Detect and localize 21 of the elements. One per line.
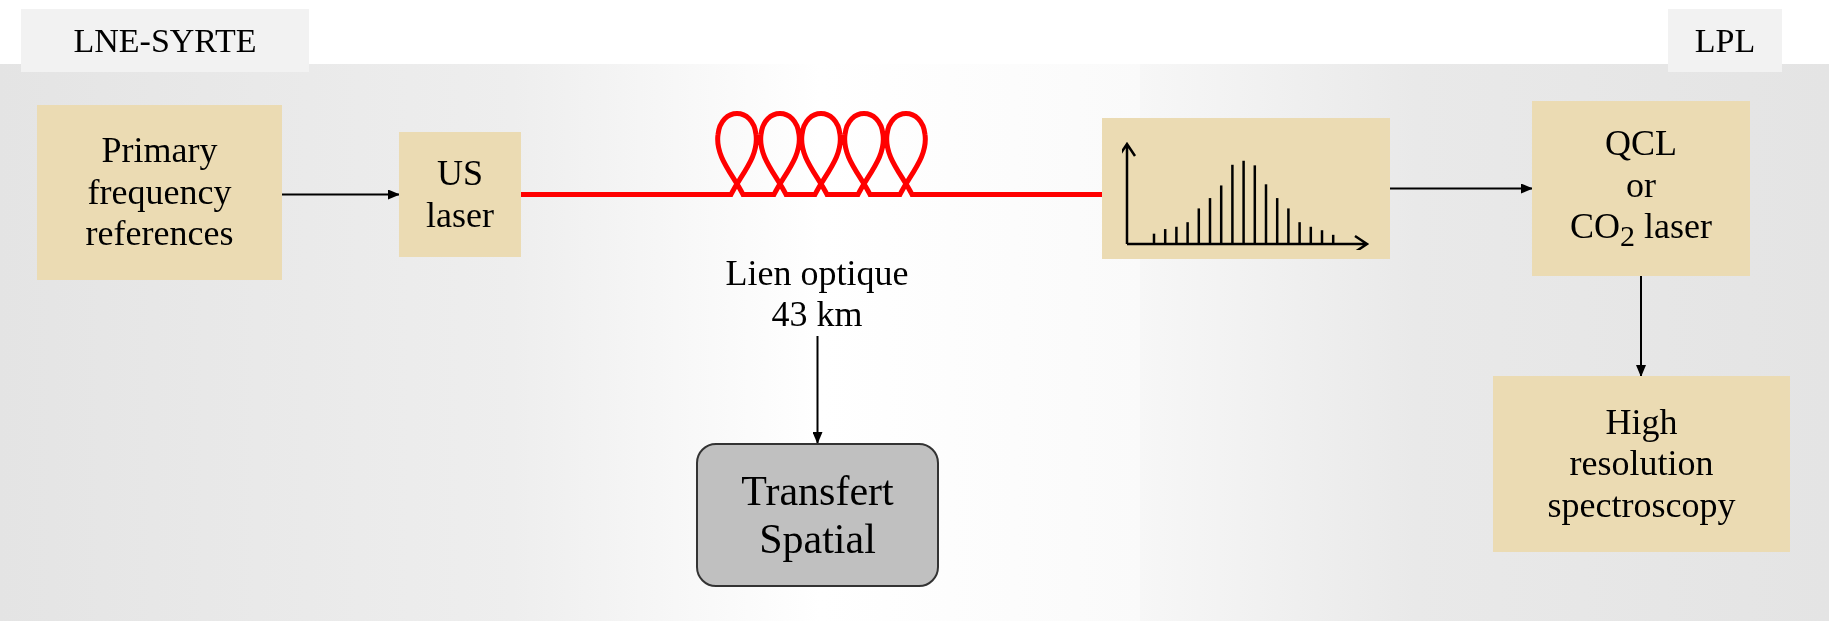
process-box: [1532, 101, 1750, 276]
arrow: [812, 335, 823, 444]
process-box: [1493, 376, 1790, 552]
node-label: Transfert Spatial: [740, 466, 895, 564]
arrow: [1389, 183, 1533, 194]
node-label: or: [1626, 164, 1656, 207]
process-box: [399, 132, 521, 257]
arrow: [1636, 275, 1646, 377]
site-label: LPL: [1668, 9, 1782, 72]
node-label: US laser: [425, 153, 495, 236]
rounded-box: [696, 443, 939, 587]
process-box: [37, 105, 282, 280]
node-label: Primary frequency references: [84, 130, 235, 255]
optical-fiber-link: [521, 111, 1102, 197]
site-label: LNE-SYRTE: [21, 9, 309, 72]
node-label: High resolution spectroscopy: [1546, 401, 1737, 527]
arrow: [281, 189, 400, 200]
process-box: [1102, 118, 1390, 259]
node-label: QCL: [1605, 123, 1677, 165]
node-label: CO$_{2}$ laser: [1570, 206, 1712, 254]
node-label: Lien optique 43 km: [724, 252, 910, 336]
